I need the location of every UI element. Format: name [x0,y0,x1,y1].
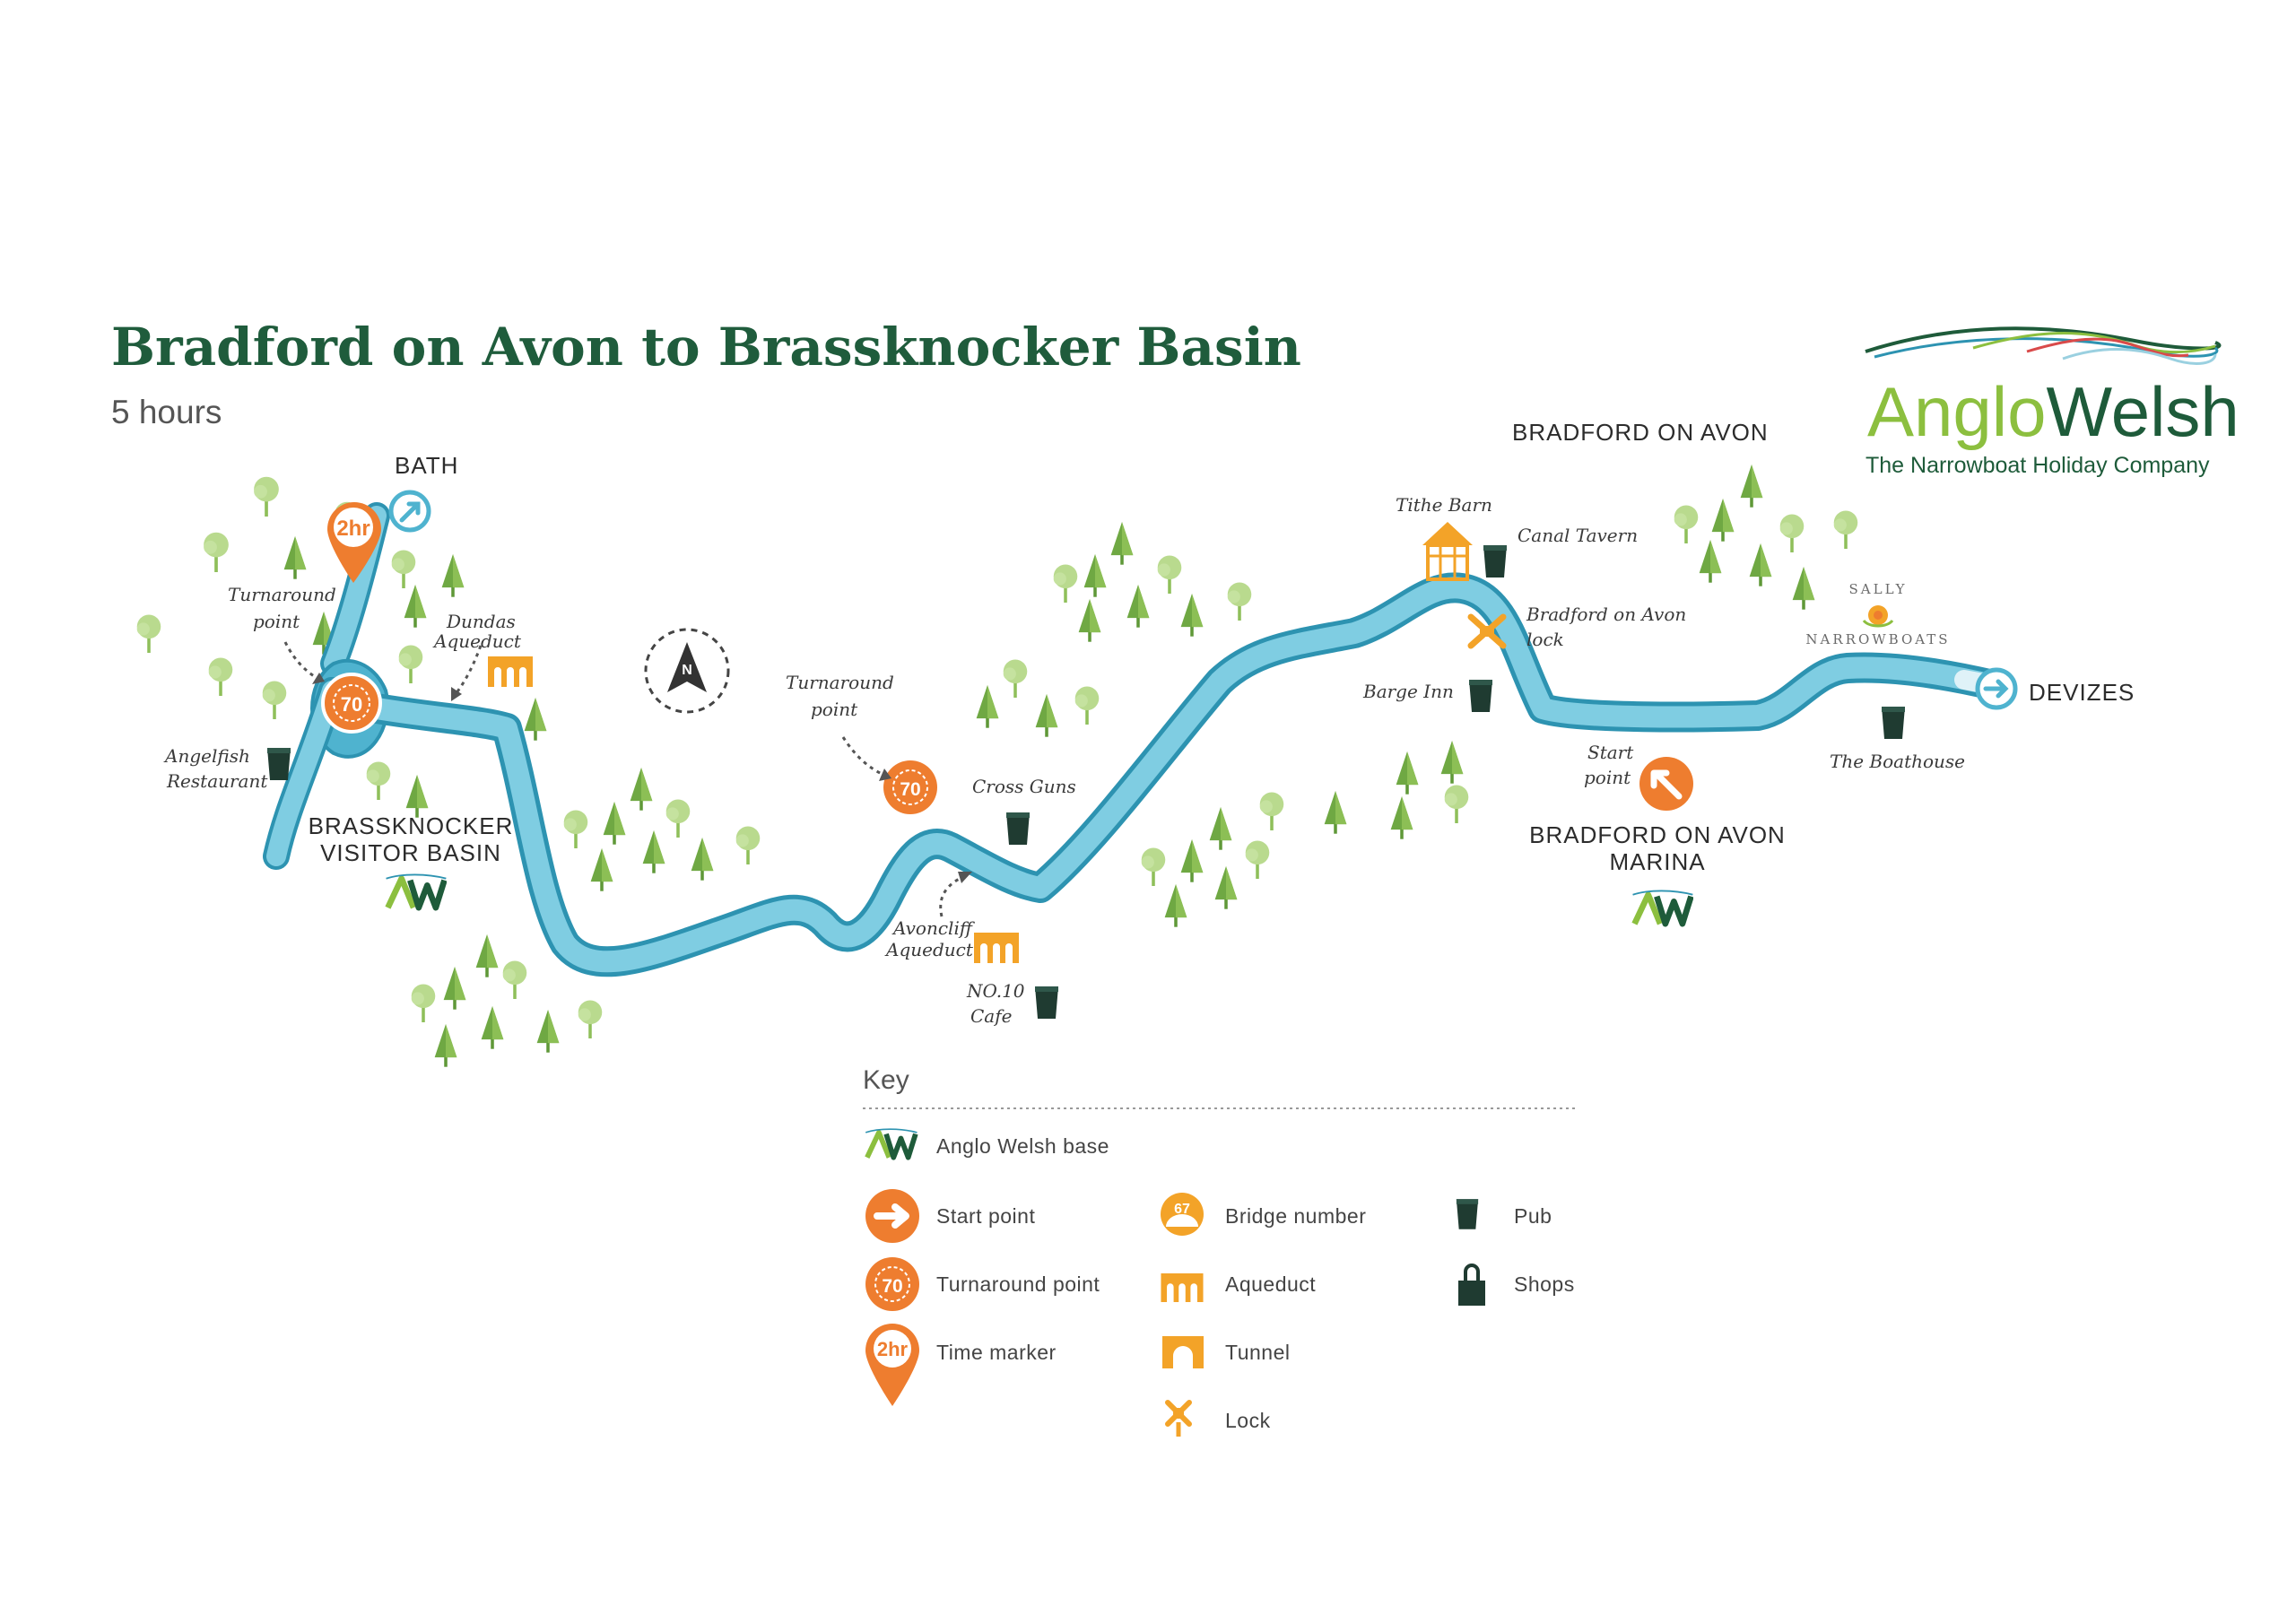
aw-base-bradford-marina-icon [1633,890,1693,924]
key-tunnel-icon [1162,1336,1204,1368]
key-bridge-number: Bridge number [1225,1204,1366,1228]
key-aw-base-icon [865,1129,917,1158]
bradford-lock-icon [1467,613,1507,649]
turnaround-mid-label-2: point [811,699,858,720]
turnaround-point-brassknocker: 70 [321,673,382,734]
key-start-point-icon [865,1189,919,1243]
pub-no10-cafe-icon [1035,986,1058,1019]
pub-angelfish-icon [267,748,291,780]
pointer-heads [312,673,972,883]
brand-name-anglo: Anglo [1867,372,2047,451]
bradford-lock-label-1: Bradford on Avon [1526,604,1686,625]
sally-label-1: SALLY [1849,581,1908,597]
place-bath: BATH [395,452,458,479]
dundas-label-2: Aqueduct [432,630,522,652]
marina-label-2: MARINA [1609,848,1705,875]
turnaround-point-cross-guns: 70 [883,760,937,814]
anglo-welsh-logo: AngloWelsh The Narrowboat Holiday Compan… [1865,326,2239,478]
marina-label-1: BRADFORD ON AVON [1529,821,1786,848]
place-bradford-on-avon: BRADFORD ON AVON [1512,419,1769,446]
sally-label-2: NARROWBOATS [1805,631,1950,647]
tithe-barn-label: Tithe Barn [1396,494,1492,516]
key-start-point: Start point [936,1204,1035,1228]
key-anglo-welsh-base: Anglo Welsh base [936,1134,1109,1158]
angelfish-label-2: Restaurant [166,770,268,792]
rose-icon [1862,605,1894,628]
key-time-marker-label: 2hr [877,1338,909,1360]
start-point-label-2: point [1584,767,1631,788]
time-marker-label: 2hr [336,517,370,541]
no10-label-1: NO.10 [966,980,1025,1002]
key-bridge-number-label: 67 [1174,1202,1190,1217]
key-lock-icon [1165,1400,1192,1437]
devizes-direction-marker [1975,667,2018,710]
turnaround-left-label-2: point [253,611,300,632]
key-shops: Shops [1514,1272,1575,1296]
canal-tavern-label: Canal Tavern [1518,525,1638,546]
key-aqueduct: Aqueduct [1225,1272,1316,1296]
pub-barge-inn-icon [1469,680,1492,712]
logo-swoosh-icon [1865,326,2222,365]
woodland-decoration [136,465,1858,1067]
place-devizes: DEVIZES [2029,679,2135,706]
angelfish-label-1: Angelfish [163,745,250,767]
avoncliff-label-1: Avoncliff [891,917,976,939]
time-marker-2hr: 2hr [327,502,381,583]
key-tunnel: Tunnel [1225,1341,1290,1364]
page-title: Bradford on Avon to Brassknocker Basin [111,317,1301,378]
bath-direction-marker [388,490,431,533]
key-turnaround-number: 70 [882,1276,902,1297]
key-lock: Lock [1225,1409,1271,1432]
no10-label-2: Cafe [970,1005,1012,1027]
key-pub: Pub [1514,1204,1552,1228]
svg-text:AngloWelsh: AngloWelsh [1867,372,2239,451]
key-time-marker: Time marker [936,1341,1057,1364]
turnaround-mid-label-1: Turnaround [786,672,894,693]
pub-canal-tavern-icon [1483,545,1507,578]
key-aqueduct-icon [1161,1273,1204,1302]
dundas-label-1: Dundas [446,611,516,632]
key-turnaround-point: Turnaround point [936,1272,1100,1296]
key-shops-icon [1458,1264,1485,1306]
map-key: Key Anglo Welsh base Start point 70 Turn… [863,1065,1578,1437]
key-time-marker-icon: 2hr [865,1324,919,1406]
key-bridge-number-icon: 67 [1161,1193,1204,1236]
avoncliff-label-2: Aqueduct [884,939,974,960]
dundas-aqueduct-icon [488,656,533,687]
brassknocker-label-2: VISITOR BASIN [320,839,501,866]
key-turnaround-icon: 70 [865,1257,919,1311]
turnaround-number: 70 [341,693,362,716]
start-point-label-1: Start [1587,742,1634,763]
aw-base-brassknocker-icon [387,874,447,908]
key-pub-icon [1456,1199,1479,1229]
bradford-lock-label-2: lock [1526,629,1564,650]
brand-tagline: The Narrowboat Holiday Company [1866,453,2210,478]
turnaround-left-label-1: Turnaround [228,584,336,605]
compass-north-icon: N [644,628,730,714]
avoncliff-aqueduct-icon [974,933,1019,963]
pub-boathouse-icon [1882,707,1905,739]
duration-subtitle: 5 hours [111,394,222,430]
brassknocker-label-1: BRASSKNOCKER [309,812,514,839]
barge-inn-label: Barge Inn [1362,681,1454,702]
brand-name-welsh: Welsh [2047,372,2239,451]
tithe-barn-icon [1422,522,1473,581]
cross-guns-label: Cross Guns [972,776,1076,797]
turnaround-number: 70 [900,779,920,800]
canal-route [263,502,2008,977]
key-heading: Key [863,1065,909,1095]
pub-cross-guns-icon [1006,812,1030,845]
compass-label: N [682,663,692,678]
boathouse-label: The Boathouse [1830,751,1965,772]
sally-narrowboats-logo: SALLY NARROWBOATS [1805,581,1950,647]
start-point-marker [1639,757,1693,811]
